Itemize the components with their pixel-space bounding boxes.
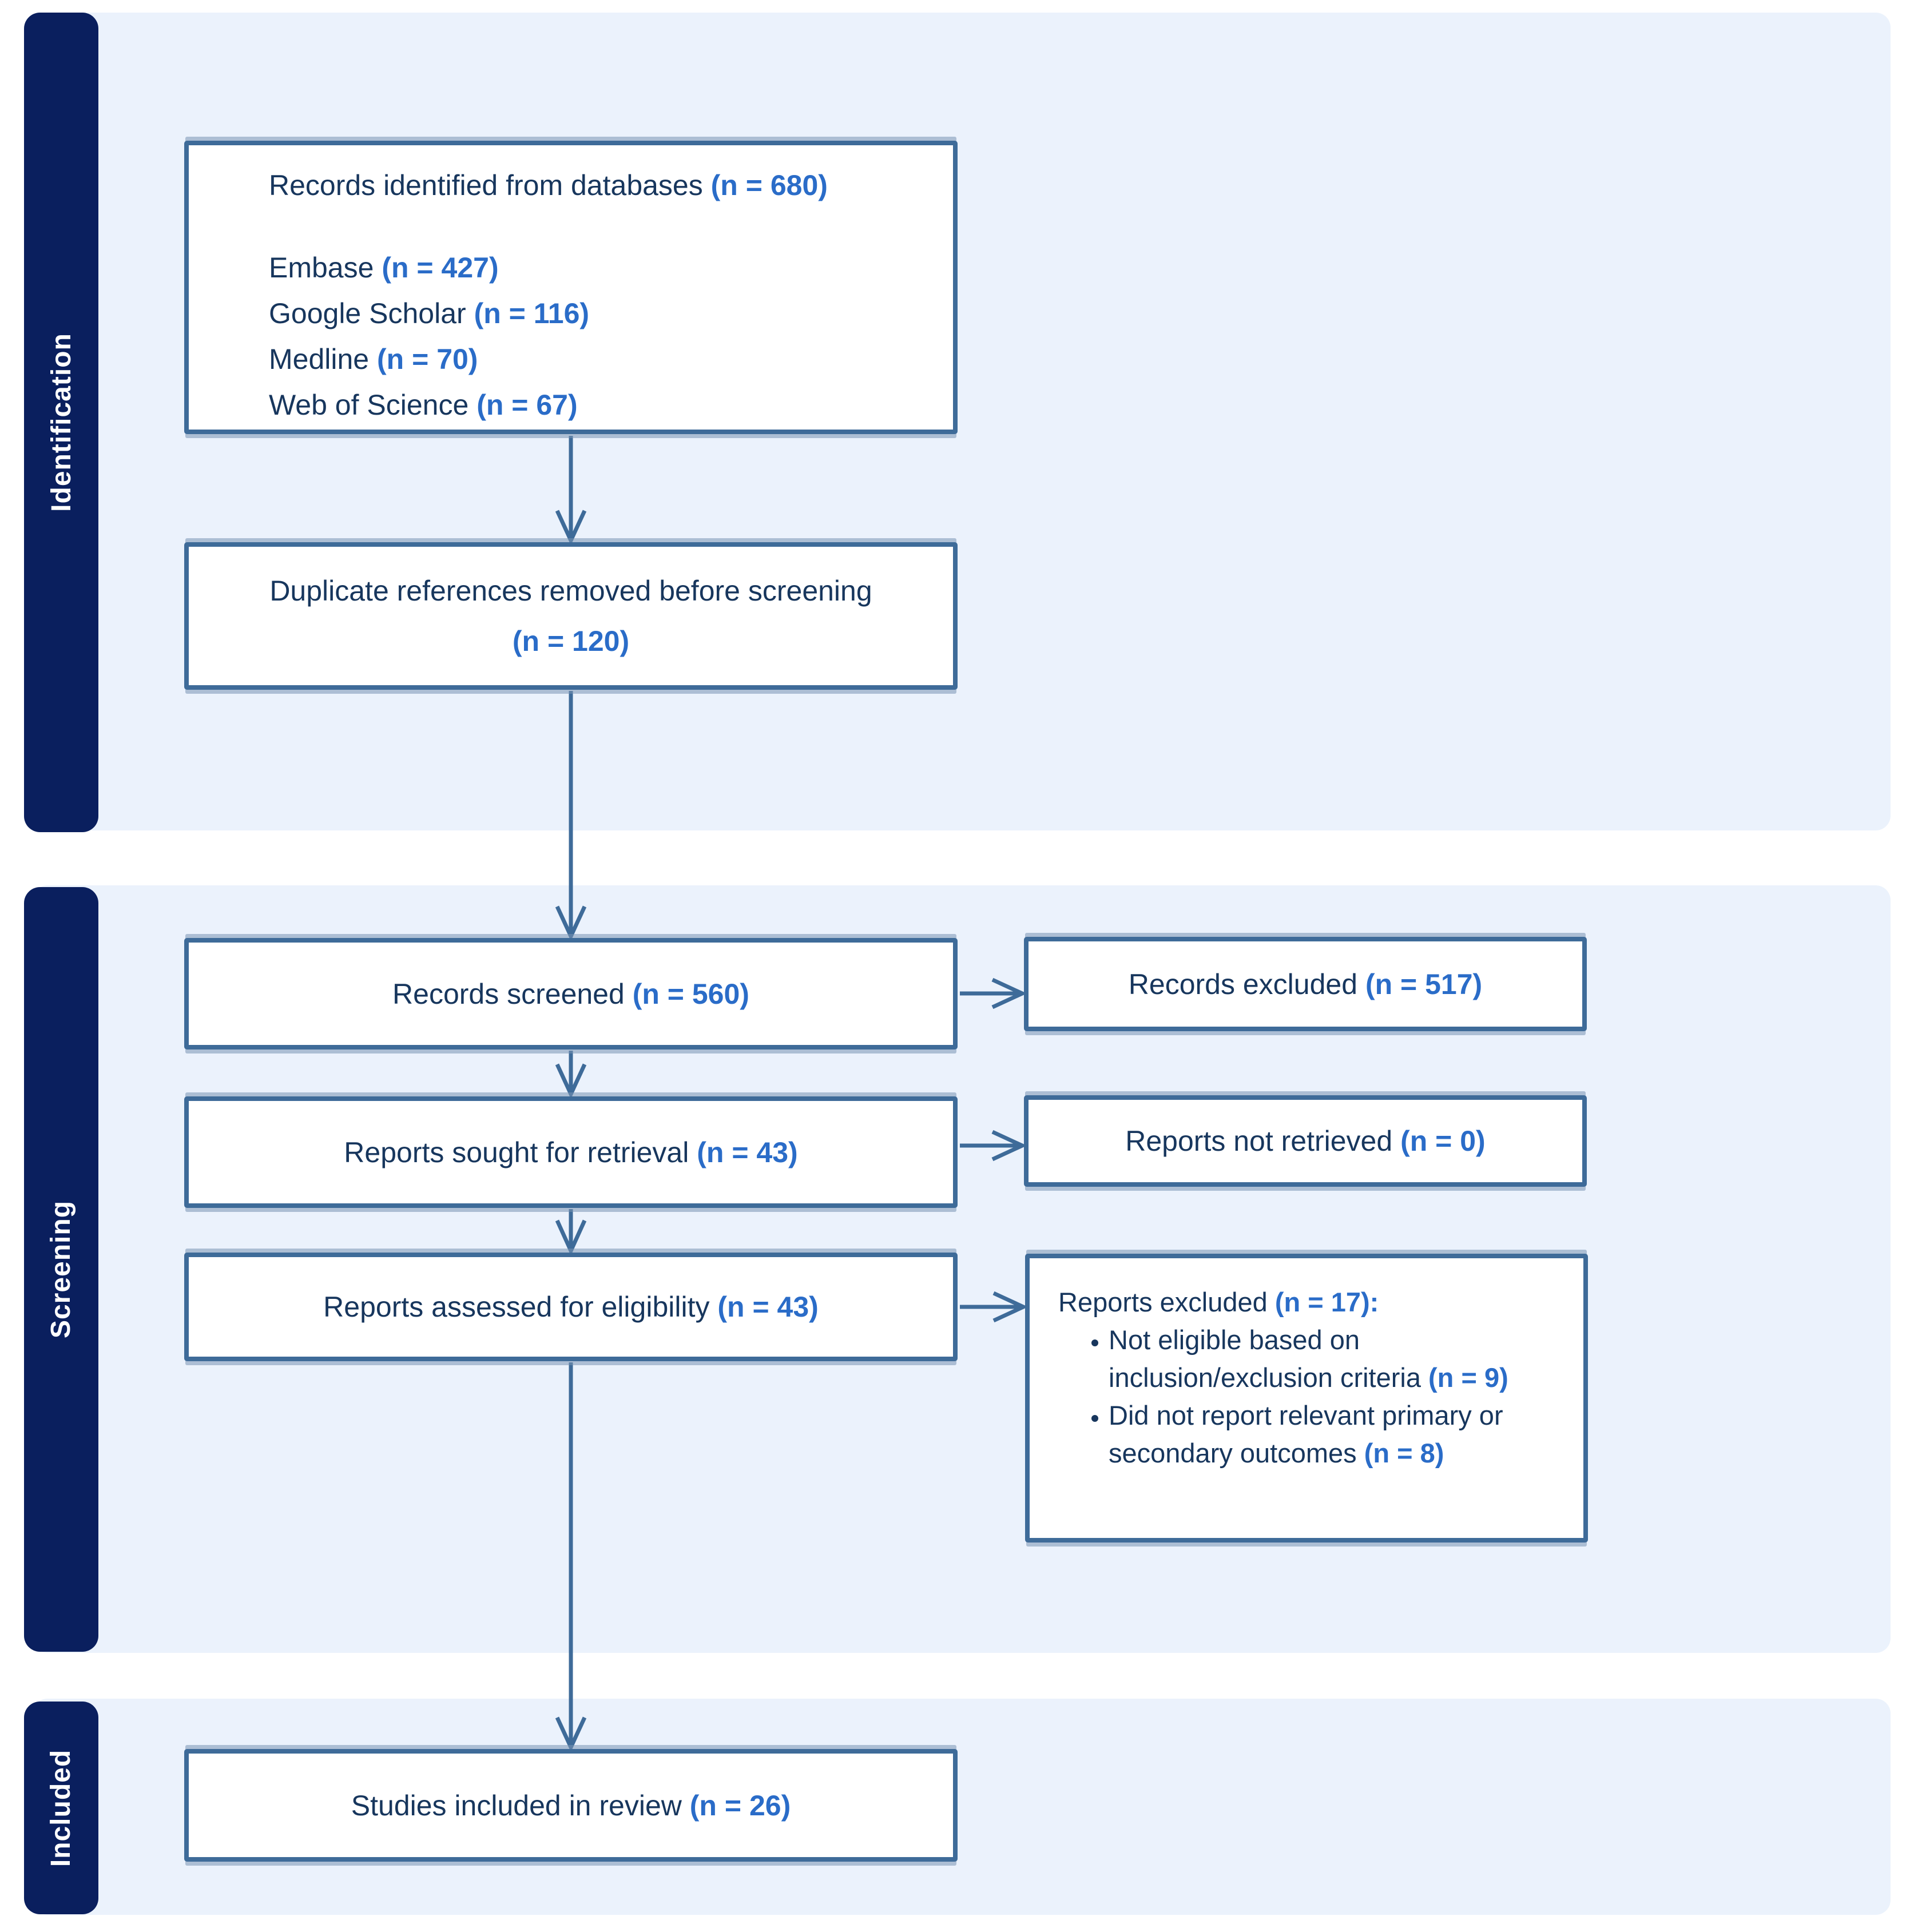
studies-included-text: Studies included in review — [351, 1789, 682, 1822]
box-records-screened: Records screened (n = 560) — [184, 938, 958, 1050]
records-identified-count: (n = 680) — [710, 169, 828, 201]
source-medline: Medline (n = 70) — [269, 343, 478, 375]
source-web-of-science: Web of Science (n = 67) — [269, 389, 578, 421]
records-excluded-text: Records excluded — [1128, 968, 1358, 1000]
duplicates-removed-text: Duplicate references removed before scre… — [269, 575, 872, 607]
phase-bar-screening: Screening — [24, 887, 98, 1652]
source-embase: Embase (n = 427) — [269, 252, 499, 284]
reports-sought-count: (n = 43) — [697, 1136, 798, 1168]
records-identified-text: Records identified from databases — [269, 169, 703, 201]
source-google-scholar: Google Scholar (n = 116) — [269, 297, 590, 329]
phase-label-identification: Identification — [46, 333, 77, 512]
database-source-list: Embase (n = 427) Google Scholar (n = 116… — [269, 245, 930, 428]
phase-label-screening: Screening — [46, 1200, 77, 1339]
phase-bar-identification: Identification — [24, 13, 98, 832]
reports-not-retrieved-text: Reports not retrieved — [1125, 1125, 1393, 1157]
box-records-excluded: Records excluded (n = 517) — [1024, 937, 1587, 1031]
studies-included-count: (n = 26) — [689, 1789, 791, 1822]
records-screened-text: Records screened — [392, 977, 625, 1010]
phase-label-included: Included — [46, 1749, 77, 1867]
duplicates-removed-count: (n = 120) — [512, 625, 630, 657]
reports-not-retrieved-count: (n = 0) — [1400, 1125, 1486, 1157]
box-reports-assessed: Reports assessed for eligibility (n = 43… — [184, 1253, 958, 1361]
box-records-identified: Records identified from databases (n = 6… — [184, 141, 958, 434]
records-identified-title: Records identified from databases (n = 6… — [269, 167, 930, 204]
box-reports-not-retrieved: Reports not retrieved (n = 0) — [1024, 1095, 1587, 1187]
reports-assessed-count: (n = 43) — [717, 1291, 819, 1323]
reports-excluded-heading: Reports excluded (n = 17): — [1058, 1287, 1379, 1317]
records-excluded-count: (n = 517) — [1365, 968, 1483, 1000]
box-reports-sought: Reports sought for retrieval (n = 43) — [184, 1096, 958, 1208]
exclusion-reason-outcomes: Did not report relevant primary or secon… — [1109, 1397, 1546, 1472]
records-screened-count: (n = 560) — [632, 977, 749, 1010]
phase-bar-included: Included — [24, 1702, 98, 1914]
reports-assessed-text: Reports assessed for eligibility — [323, 1291, 710, 1323]
reports-sought-text: Reports sought for retrieval — [344, 1136, 689, 1168]
exclusion-reason-list: Not eligible based on inclusion/exclusio… — [1058, 1321, 1566, 1472]
box-studies-included: Studies included in review (n = 26) — [184, 1749, 958, 1862]
exclusion-reason-criteria: Not eligible based on inclusion/exclusio… — [1109, 1321, 1546, 1397]
box-duplicates-removed: Duplicate references removed before scre… — [184, 542, 958, 690]
box-reports-excluded: Reports excluded (n = 17): Not eligible … — [1025, 1254, 1588, 1543]
